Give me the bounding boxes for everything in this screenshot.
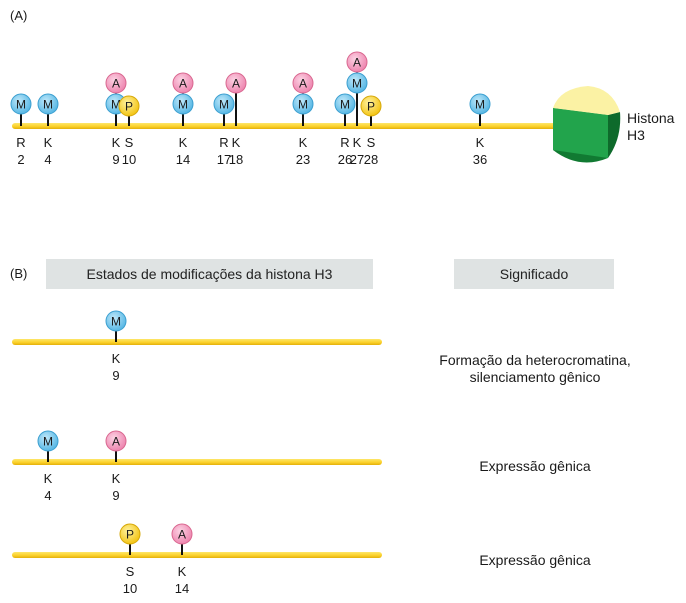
histone-label-line1: Histona bbox=[627, 110, 675, 126]
mod-letter: A bbox=[353, 56, 361, 70]
phosphorylation-mark: P bbox=[360, 95, 382, 117]
methylation-mark: M bbox=[469, 93, 491, 115]
mod-letter: A bbox=[178, 528, 186, 542]
mod-letter: M bbox=[16, 98, 26, 112]
residue-number: 17 bbox=[217, 152, 231, 167]
residue-number: 26 bbox=[338, 152, 352, 167]
residue-letter: K bbox=[232, 135, 241, 150]
histone-label-line2: H3 bbox=[627, 127, 645, 143]
mod-letter: P bbox=[126, 528, 134, 542]
residue-letter: K bbox=[112, 351, 121, 366]
acetylation-mark: A bbox=[171, 523, 193, 545]
methylation-mark: M bbox=[334, 93, 356, 115]
phosphorylation-mark: P bbox=[118, 95, 140, 117]
methylation-mark: M bbox=[213, 93, 235, 115]
methylation-mark: M bbox=[172, 93, 194, 115]
panel-b-row-2-tail bbox=[12, 459, 382, 465]
residue-number: 4 bbox=[44, 488, 51, 503]
meaning-header: Significado bbox=[454, 259, 614, 289]
methylation-mark: M bbox=[37, 93, 59, 115]
residue-letter: K bbox=[44, 471, 53, 486]
residue-letter: K bbox=[178, 564, 187, 579]
meaning-row-2-line1: Expressão gênica bbox=[479, 458, 591, 474]
mod-letter: A bbox=[112, 435, 120, 449]
mod-letter: M bbox=[475, 98, 485, 112]
residue-letter: K bbox=[353, 135, 362, 150]
residue-number: 10 bbox=[122, 152, 136, 167]
methylation-mark: M bbox=[292, 93, 314, 115]
modification-marks: MR2MK4MAK9PS10MAK14MR17AK18MAK23MR26MAK2… bbox=[10, 51, 491, 596]
panel-b-row-1-tail bbox=[12, 339, 382, 345]
residue-number: 18 bbox=[229, 152, 243, 167]
histone-h3-core-icon bbox=[553, 86, 621, 163]
histone-h3-label: Histona H3 bbox=[627, 110, 674, 144]
panel-b-row-3-tail bbox=[12, 552, 382, 558]
meaning-row-3: Expressão gênica bbox=[400, 552, 670, 569]
acetylation-mark: A bbox=[105, 72, 127, 94]
meaning-row-2: Expressão gênica bbox=[400, 458, 670, 475]
residue-number: 10 bbox=[123, 581, 137, 596]
residue-letter: K bbox=[112, 135, 121, 150]
residue-number: 9 bbox=[112, 152, 119, 167]
acetylation-mark: A bbox=[105, 430, 127, 452]
mod-letter: M bbox=[111, 315, 121, 329]
mod-letter: A bbox=[179, 77, 187, 91]
residue-letter: R bbox=[340, 135, 349, 150]
methylation-mark: M bbox=[105, 310, 127, 332]
mod-letter: A bbox=[112, 77, 120, 91]
residue-letter: K bbox=[112, 471, 121, 486]
meaning-row-1-line2: silenciamento gênico bbox=[469, 369, 601, 385]
methylation-mark: M bbox=[37, 430, 59, 452]
residue-number: 9 bbox=[112, 488, 119, 503]
mod-letter: M bbox=[340, 98, 350, 112]
residue-letter: S bbox=[125, 135, 134, 150]
panel-a-tail bbox=[12, 123, 556, 129]
histone-tails bbox=[12, 123, 556, 558]
methylation-mark: M bbox=[10, 93, 32, 115]
residue-letter: S bbox=[367, 135, 376, 150]
residue-number: 2 bbox=[17, 152, 24, 167]
panel-a-label: (A) bbox=[10, 8, 28, 23]
mod-letter: M bbox=[352, 77, 362, 91]
acetylation-mark: A bbox=[346, 51, 368, 73]
residue-letter: K bbox=[299, 135, 308, 150]
acetylation-mark: A bbox=[225, 72, 247, 94]
acetylation-mark: A bbox=[292, 72, 314, 94]
mod-letter: M bbox=[298, 98, 308, 112]
mod-letter: M bbox=[178, 98, 188, 112]
mod-letter: M bbox=[111, 98, 121, 112]
acetylation-mark: A bbox=[172, 72, 194, 94]
meaning-row-3-line1: Expressão gênica bbox=[479, 552, 591, 568]
mod-letter: A bbox=[299, 77, 307, 91]
residue-letter: R bbox=[16, 135, 25, 150]
mod-letter: A bbox=[232, 77, 240, 91]
residue-letter: K bbox=[476, 135, 485, 150]
residue-number: 36 bbox=[473, 152, 487, 167]
residue-number: 28 bbox=[364, 152, 378, 167]
residue-letter: K bbox=[44, 135, 53, 150]
residue-letter: S bbox=[126, 564, 135, 579]
residue-number: 4 bbox=[44, 152, 51, 167]
panel-b-label: (B) bbox=[10, 266, 28, 281]
residue-number: 27 bbox=[350, 152, 364, 167]
residue-letter: K bbox=[179, 135, 188, 150]
mod-letter: P bbox=[367, 100, 375, 114]
mod-letter: M bbox=[219, 98, 229, 112]
methylation-mark: M bbox=[346, 72, 368, 94]
phosphorylation-mark: P bbox=[119, 523, 141, 545]
residue-number: 23 bbox=[296, 152, 310, 167]
meaning-row-1: Formação da heterocromatina, silenciamen… bbox=[400, 352, 670, 386]
residue-number: 14 bbox=[175, 581, 189, 596]
residue-number: 9 bbox=[112, 368, 119, 383]
mod-letter: M bbox=[43, 98, 53, 112]
residue-letter: R bbox=[219, 135, 228, 150]
meaning-row-1-line1: Formação da heterocromatina, bbox=[439, 352, 631, 368]
residue-number: 14 bbox=[176, 152, 190, 167]
mod-letter: P bbox=[125, 100, 133, 114]
mod-letter: M bbox=[43, 435, 53, 449]
states-header: Estados de modificações da histona H3 bbox=[46, 259, 373, 289]
